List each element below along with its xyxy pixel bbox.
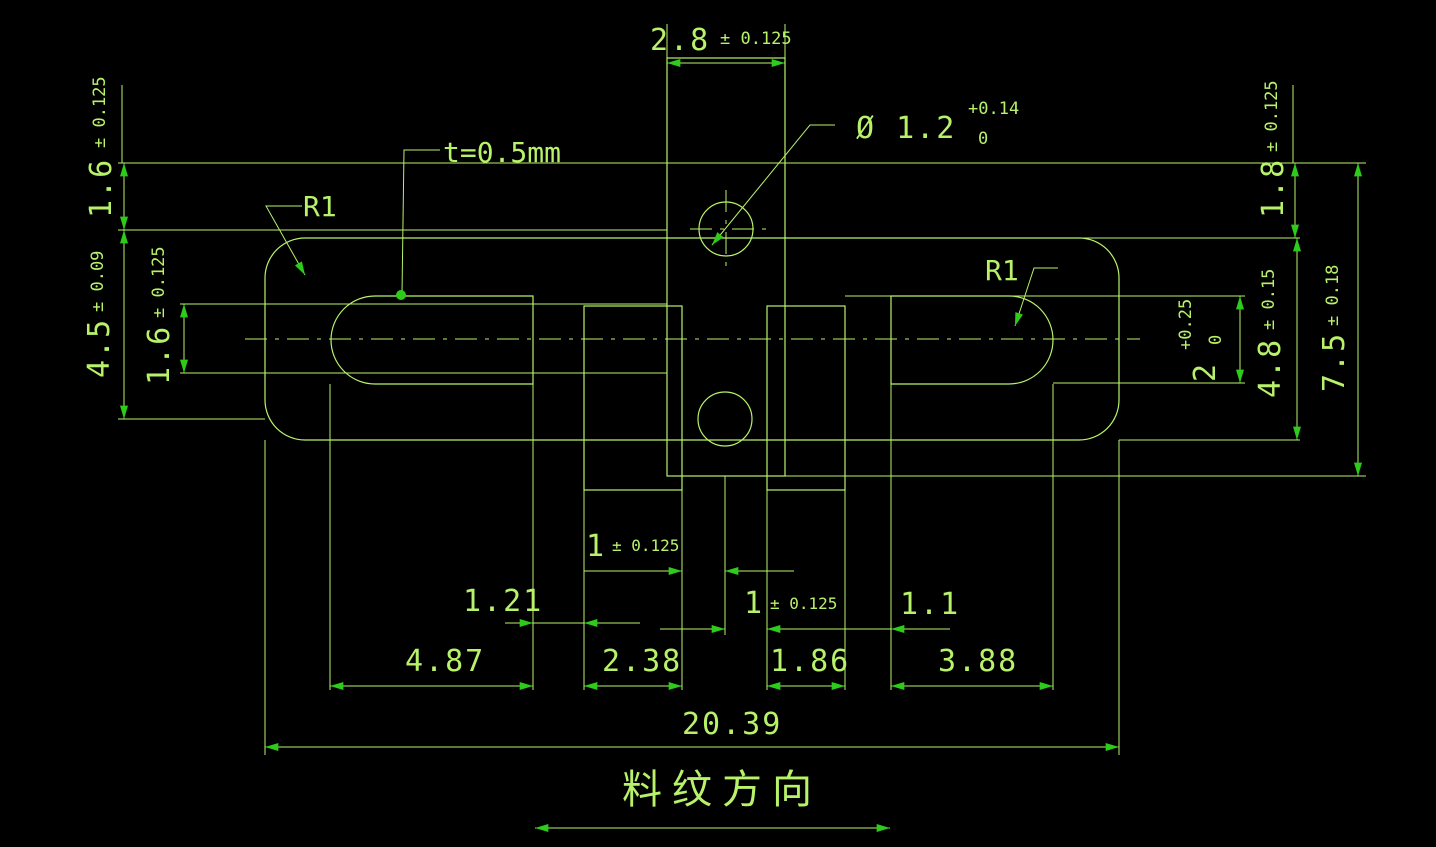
extension-lines [118,24,1366,755]
hole-dia-tol-upper: +0.14 [968,99,1019,119]
left-slot-value: 1.6 [142,325,177,385]
leaders [265,124,1058,327]
thickness-leader-dot [396,290,406,300]
vertical-labels: 1.6 ± 0.125 4.5 ± 0.09 1.6 ± 0.125 1.8 ±… [82,76,1352,398]
dim-1-86: 1.86 [770,644,850,679]
dim-20-39: 20.39 [682,707,782,742]
left-top-value: 1.6 [84,158,119,218]
radius-left-label: R1 [303,190,337,223]
dim-1a-value: 1 [586,529,606,564]
radius-right-label: R1 [985,254,1019,287]
dim-4-87: 4.87 [405,644,485,679]
dim-1a-tol: ± 0.125 [612,536,679,555]
left-top-tol: ± 0.125 [90,76,110,148]
top-width-value: 2.8 [650,23,710,58]
middle-strip-right [766,305,846,491]
center-tab [666,57,786,477]
dim-2-38: 2.38 [602,644,682,679]
right-slot-tol-upper: +0.25 [1176,299,1196,350]
dim-1b-value: 1 [744,586,764,621]
right-slot-value: 2 [1188,362,1223,382]
right-total-value: 7.5 [1317,332,1352,392]
right-slot [890,295,1054,385]
right-top-value: 1.8 [1256,158,1291,218]
dim-3-88: 3.88 [938,644,1018,679]
left-mid-tol: ± 0.09 [88,251,108,312]
grain-direction-label: 料纹方向 [622,767,822,813]
horizontal-labels: 2.8 ± 0.125 Ø 1.2 +0.14 0 t=0.5mm R1 R1 … [303,23,1019,813]
thickness-label: t=0.5mm [443,136,561,169]
dimension-lines [120,59,1362,832]
right-mid-tol: ± 0.15 [1259,269,1279,330]
center-lines [245,190,1140,340]
dim-1-21: 1.21 [463,584,543,619]
right-top-tol: ± 0.125 [1262,80,1282,152]
right-total-tol: ± 0.18 [1323,265,1343,326]
hole-dia-tol-lower: 0 [978,129,988,149]
left-slot [330,295,534,385]
lower-hole [697,391,753,447]
middle-strip-left [583,305,683,491]
hole-dia-value: Ø 1.2 [856,111,956,146]
dim-1-1: 1.1 [900,587,960,622]
right-mid-value: 4.8 [1253,338,1288,398]
left-slot-tol: ± 0.125 [149,246,169,318]
left-mid-value: 4.5 [82,318,117,378]
dim-1b-tol: ± 0.125 [770,594,837,613]
top-width-tol: ± 0.125 [720,29,792,49]
right-slot-tol-lower: 0 [1206,335,1226,345]
